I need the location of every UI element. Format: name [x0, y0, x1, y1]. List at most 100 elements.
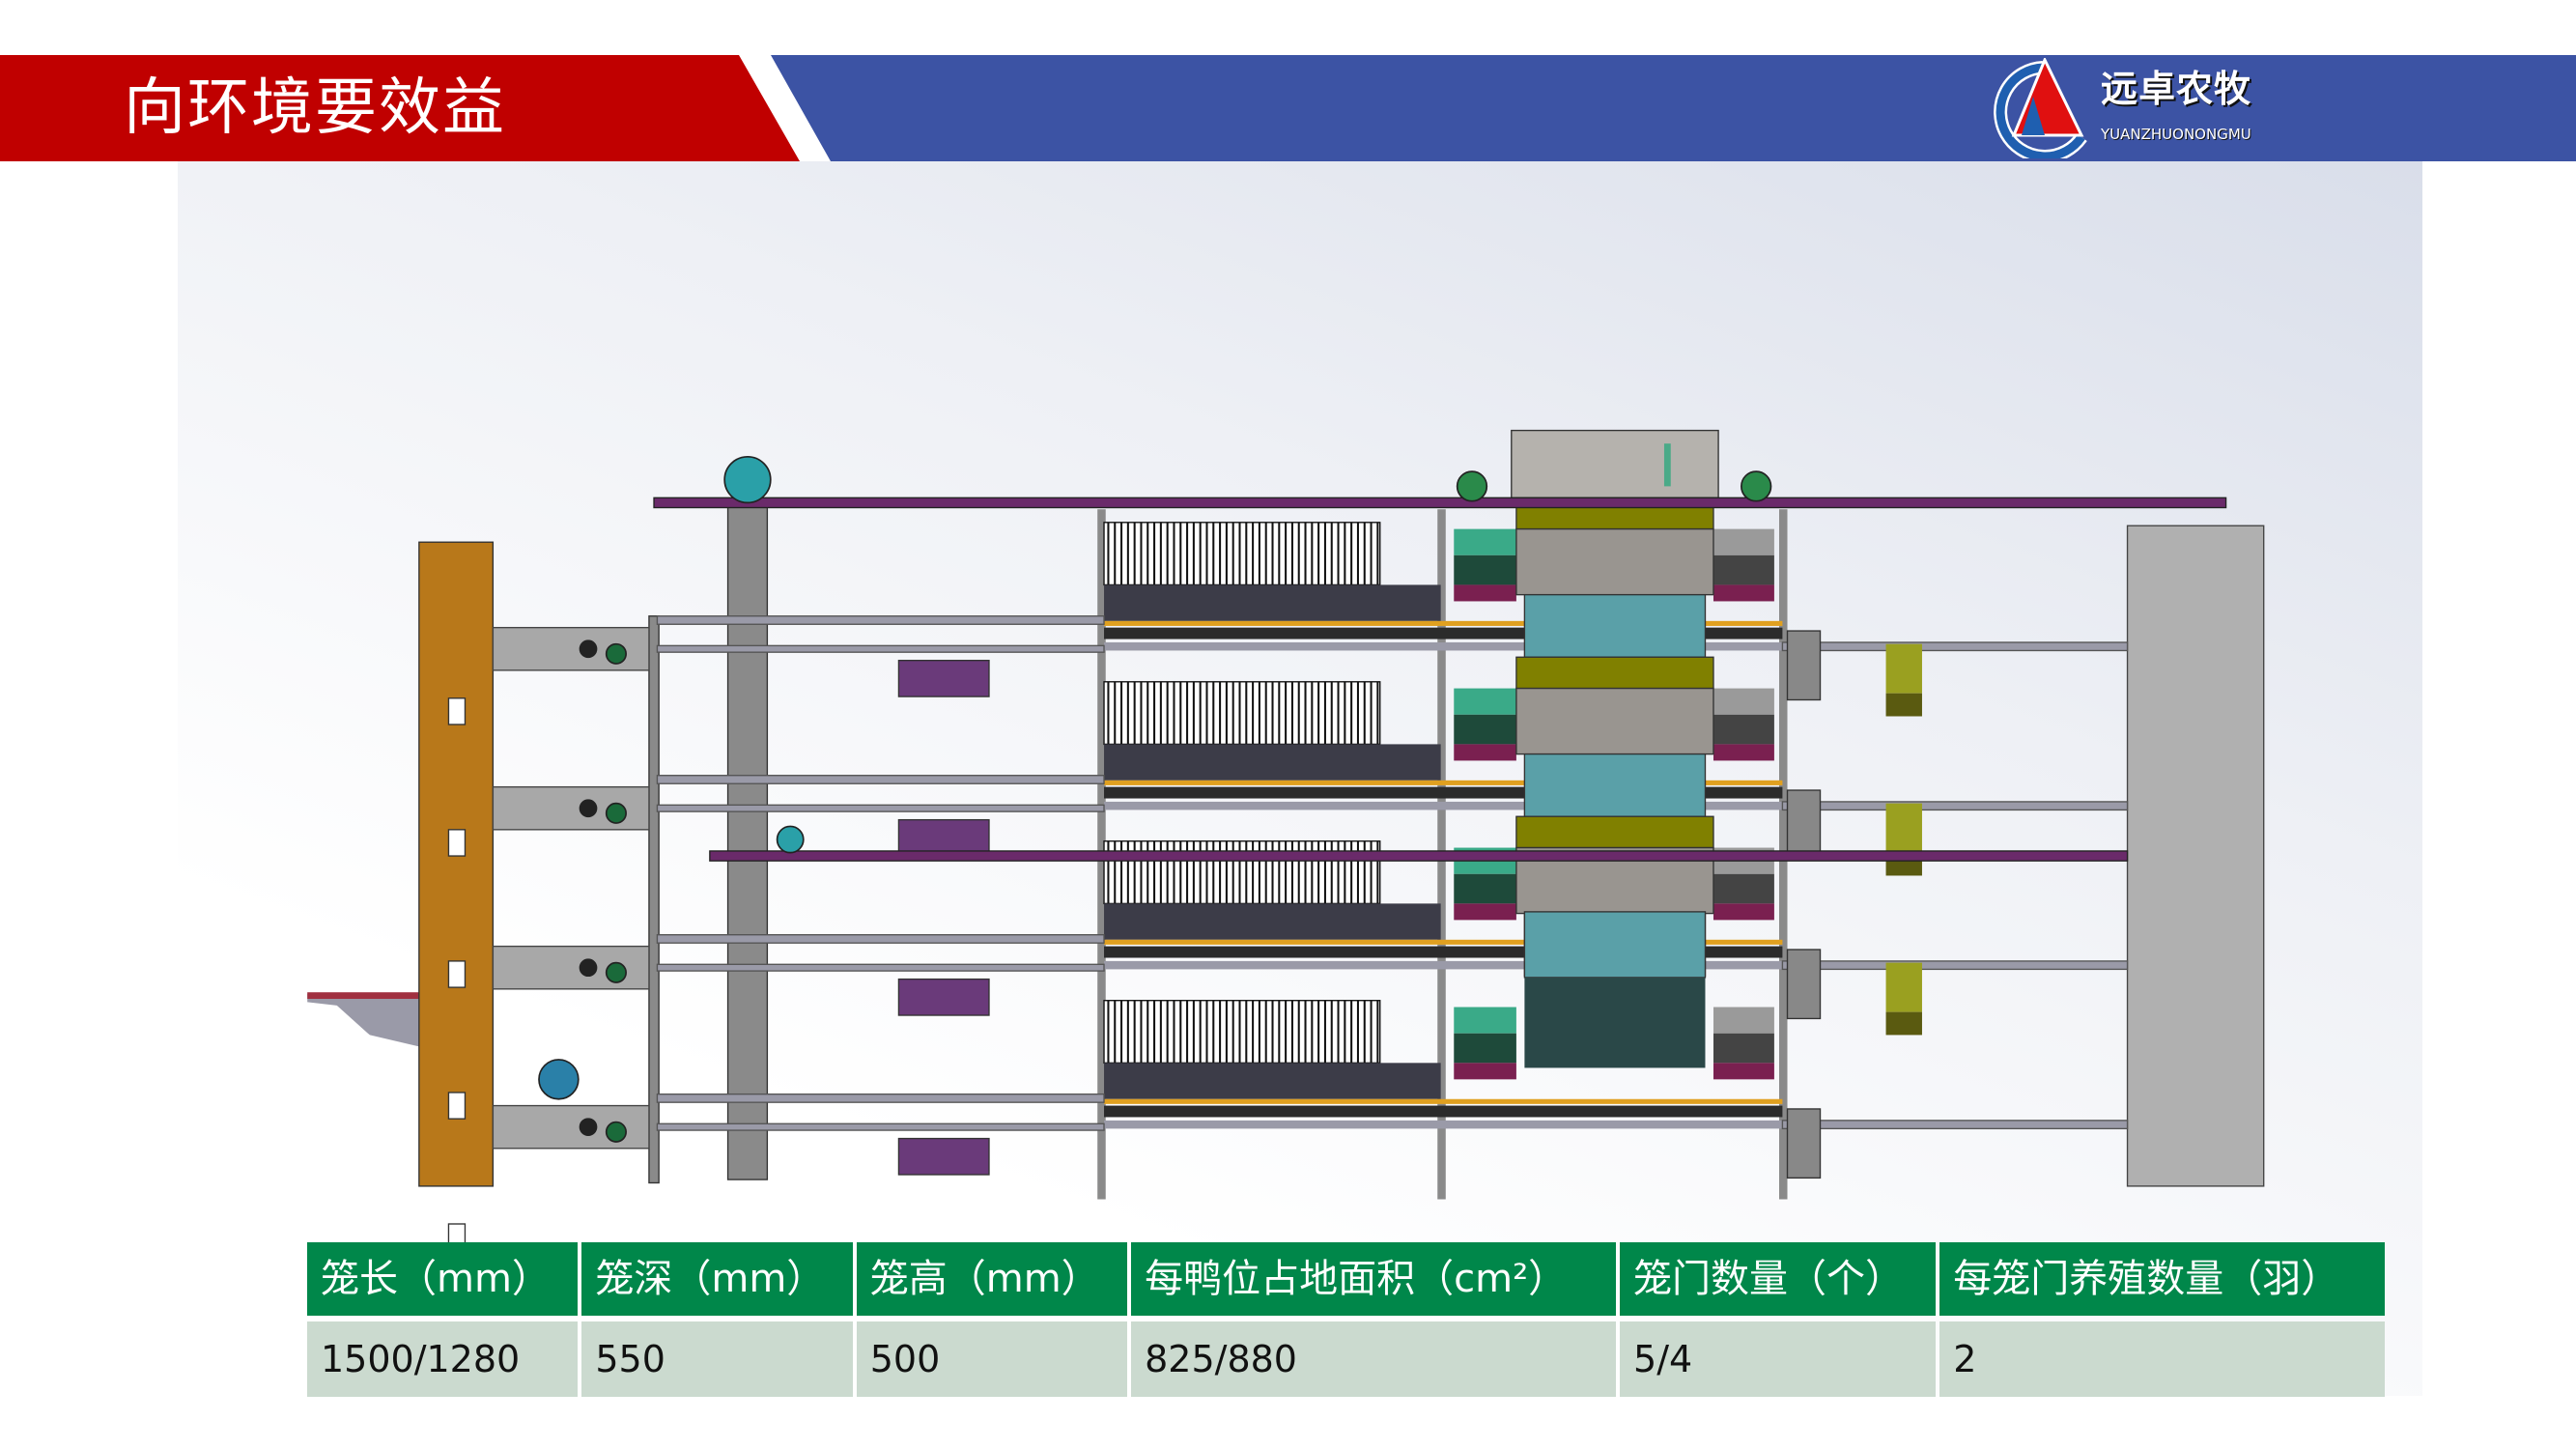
feed-trough — [897, 978, 990, 1016]
cage-bar — [1212, 681, 1215, 745]
side-box — [1454, 1033, 1516, 1064]
cage-bar — [1179, 840, 1182, 904]
cage-bar — [1264, 1000, 1267, 1064]
collector-box — [1885, 803, 1922, 853]
cage-bar — [1350, 522, 1353, 585]
cage-bar — [1297, 522, 1300, 585]
feed-rail — [656, 804, 1105, 812]
drive-gear-icon — [605, 642, 627, 665]
cage-floor-panel — [1104, 744, 1441, 781]
cage-bar — [1304, 840, 1307, 904]
right-rail — [1781, 1120, 2129, 1130]
side-box — [1713, 1007, 1774, 1034]
sprocket-icon — [1741, 470, 1772, 502]
cage-bar — [1290, 681, 1293, 745]
cage-bar — [1225, 522, 1228, 585]
cage-bar — [1199, 522, 1202, 585]
side-box — [1454, 1007, 1516, 1034]
logo-subtext: YUANZHUONONGMU — [2101, 126, 2251, 143]
cage-grid — [1103, 681, 1381, 746]
right-rail — [1781, 960, 2129, 971]
cage-bar — [1264, 840, 1267, 904]
side-box — [1454, 554, 1516, 585]
cage-bar — [1376, 1000, 1379, 1064]
side-box — [1454, 584, 1516, 602]
cage-bar — [1199, 840, 1202, 904]
drive-gear-icon — [579, 799, 598, 818]
cage-bar — [1344, 840, 1346, 904]
support-post — [648, 615, 660, 1184]
feed-trough — [897, 659, 990, 697]
cage-bar — [1219, 840, 1222, 904]
cage-bar — [1120, 1000, 1123, 1064]
cage-bar — [1278, 522, 1281, 585]
cage-bar — [1107, 681, 1110, 745]
cage-bar — [1153, 1000, 1156, 1064]
cage-bar — [1173, 522, 1175, 585]
cage-bar — [1133, 522, 1136, 585]
cage-bar — [1350, 840, 1353, 904]
cage-bar — [1271, 840, 1274, 904]
cell-birds-per-door: 2 — [1939, 1321, 2385, 1397]
col-cage-depth: 笼深（mm） — [581, 1242, 853, 1316]
cage-bar — [1258, 840, 1260, 904]
top-beam — [653, 497, 2227, 509]
cage-bar — [1271, 1000, 1274, 1064]
cage-bar — [1179, 1000, 1182, 1064]
orange-end-column — [418, 541, 495, 1187]
side-box — [1713, 714, 1774, 745]
cage-bar — [1114, 840, 1117, 904]
cage-bar — [1146, 681, 1149, 745]
cage-bar — [1225, 681, 1228, 745]
side-box — [1454, 1063, 1516, 1080]
cage-bar — [1323, 681, 1326, 745]
cage-bar — [1173, 681, 1175, 745]
control-cabinet — [2126, 525, 2265, 1187]
cage-bar — [1159, 522, 1162, 585]
cage-bar — [1173, 840, 1175, 904]
center-band — [1515, 656, 1714, 690]
end-bracket — [1786, 630, 1822, 701]
manure-belt — [1104, 946, 1783, 958]
egg-conveyor — [1104, 939, 1783, 945]
cage-bar — [1330, 681, 1333, 745]
cage-bar — [1192, 1000, 1195, 1064]
sprocket-icon — [1456, 470, 1488, 502]
cage-bar — [1166, 1000, 1169, 1064]
cage-bar — [1114, 1000, 1117, 1064]
cage-bar — [1107, 1000, 1110, 1064]
col-cage-length: 笼长（mm） — [307, 1242, 579, 1316]
col-cage-height: 笼高（mm） — [856, 1242, 1128, 1316]
col-birds-per-door: 每笼门养殖数量（羽） — [1939, 1242, 2385, 1316]
cage-bar — [1370, 522, 1373, 585]
column-window — [447, 829, 467, 857]
cage-bar — [1370, 840, 1373, 904]
cage-bar — [1290, 1000, 1293, 1064]
cage-bar — [1370, 1000, 1373, 1064]
cage-bar — [1252, 840, 1255, 904]
cage-bar — [1120, 681, 1123, 745]
cage-bar — [1344, 681, 1346, 745]
cage-bar — [1225, 840, 1228, 904]
side-box — [1713, 688, 1774, 715]
cage-bar — [1356, 681, 1359, 745]
cage-bar — [1278, 681, 1281, 745]
cage-bar — [1219, 522, 1222, 585]
cage-bar — [1107, 840, 1110, 904]
cage-bar — [1285, 522, 1288, 585]
table-header-row: 笼长（mm） 笼深（mm） 笼高（mm） 每鸭位占地面积（cm²） 笼门数量（个… — [307, 1242, 2385, 1316]
feed-rail — [656, 644, 1105, 653]
cage-bar — [1199, 681, 1202, 745]
cage-bar — [1192, 522, 1195, 585]
cage-bar — [1323, 522, 1326, 585]
cage-bar — [1252, 681, 1255, 745]
cage-bar — [1133, 681, 1136, 745]
cage-bar — [1245, 522, 1248, 585]
tray-edge — [307, 992, 419, 1000]
cage-bar — [1133, 1000, 1136, 1064]
cage-bar — [1317, 681, 1320, 745]
col-area-per-duck: 每鸭位占地面积（cm²） — [1131, 1242, 1617, 1316]
motor-icon — [538, 1059, 580, 1100]
side-box — [1713, 1033, 1774, 1064]
collector-box — [1885, 1011, 1922, 1036]
